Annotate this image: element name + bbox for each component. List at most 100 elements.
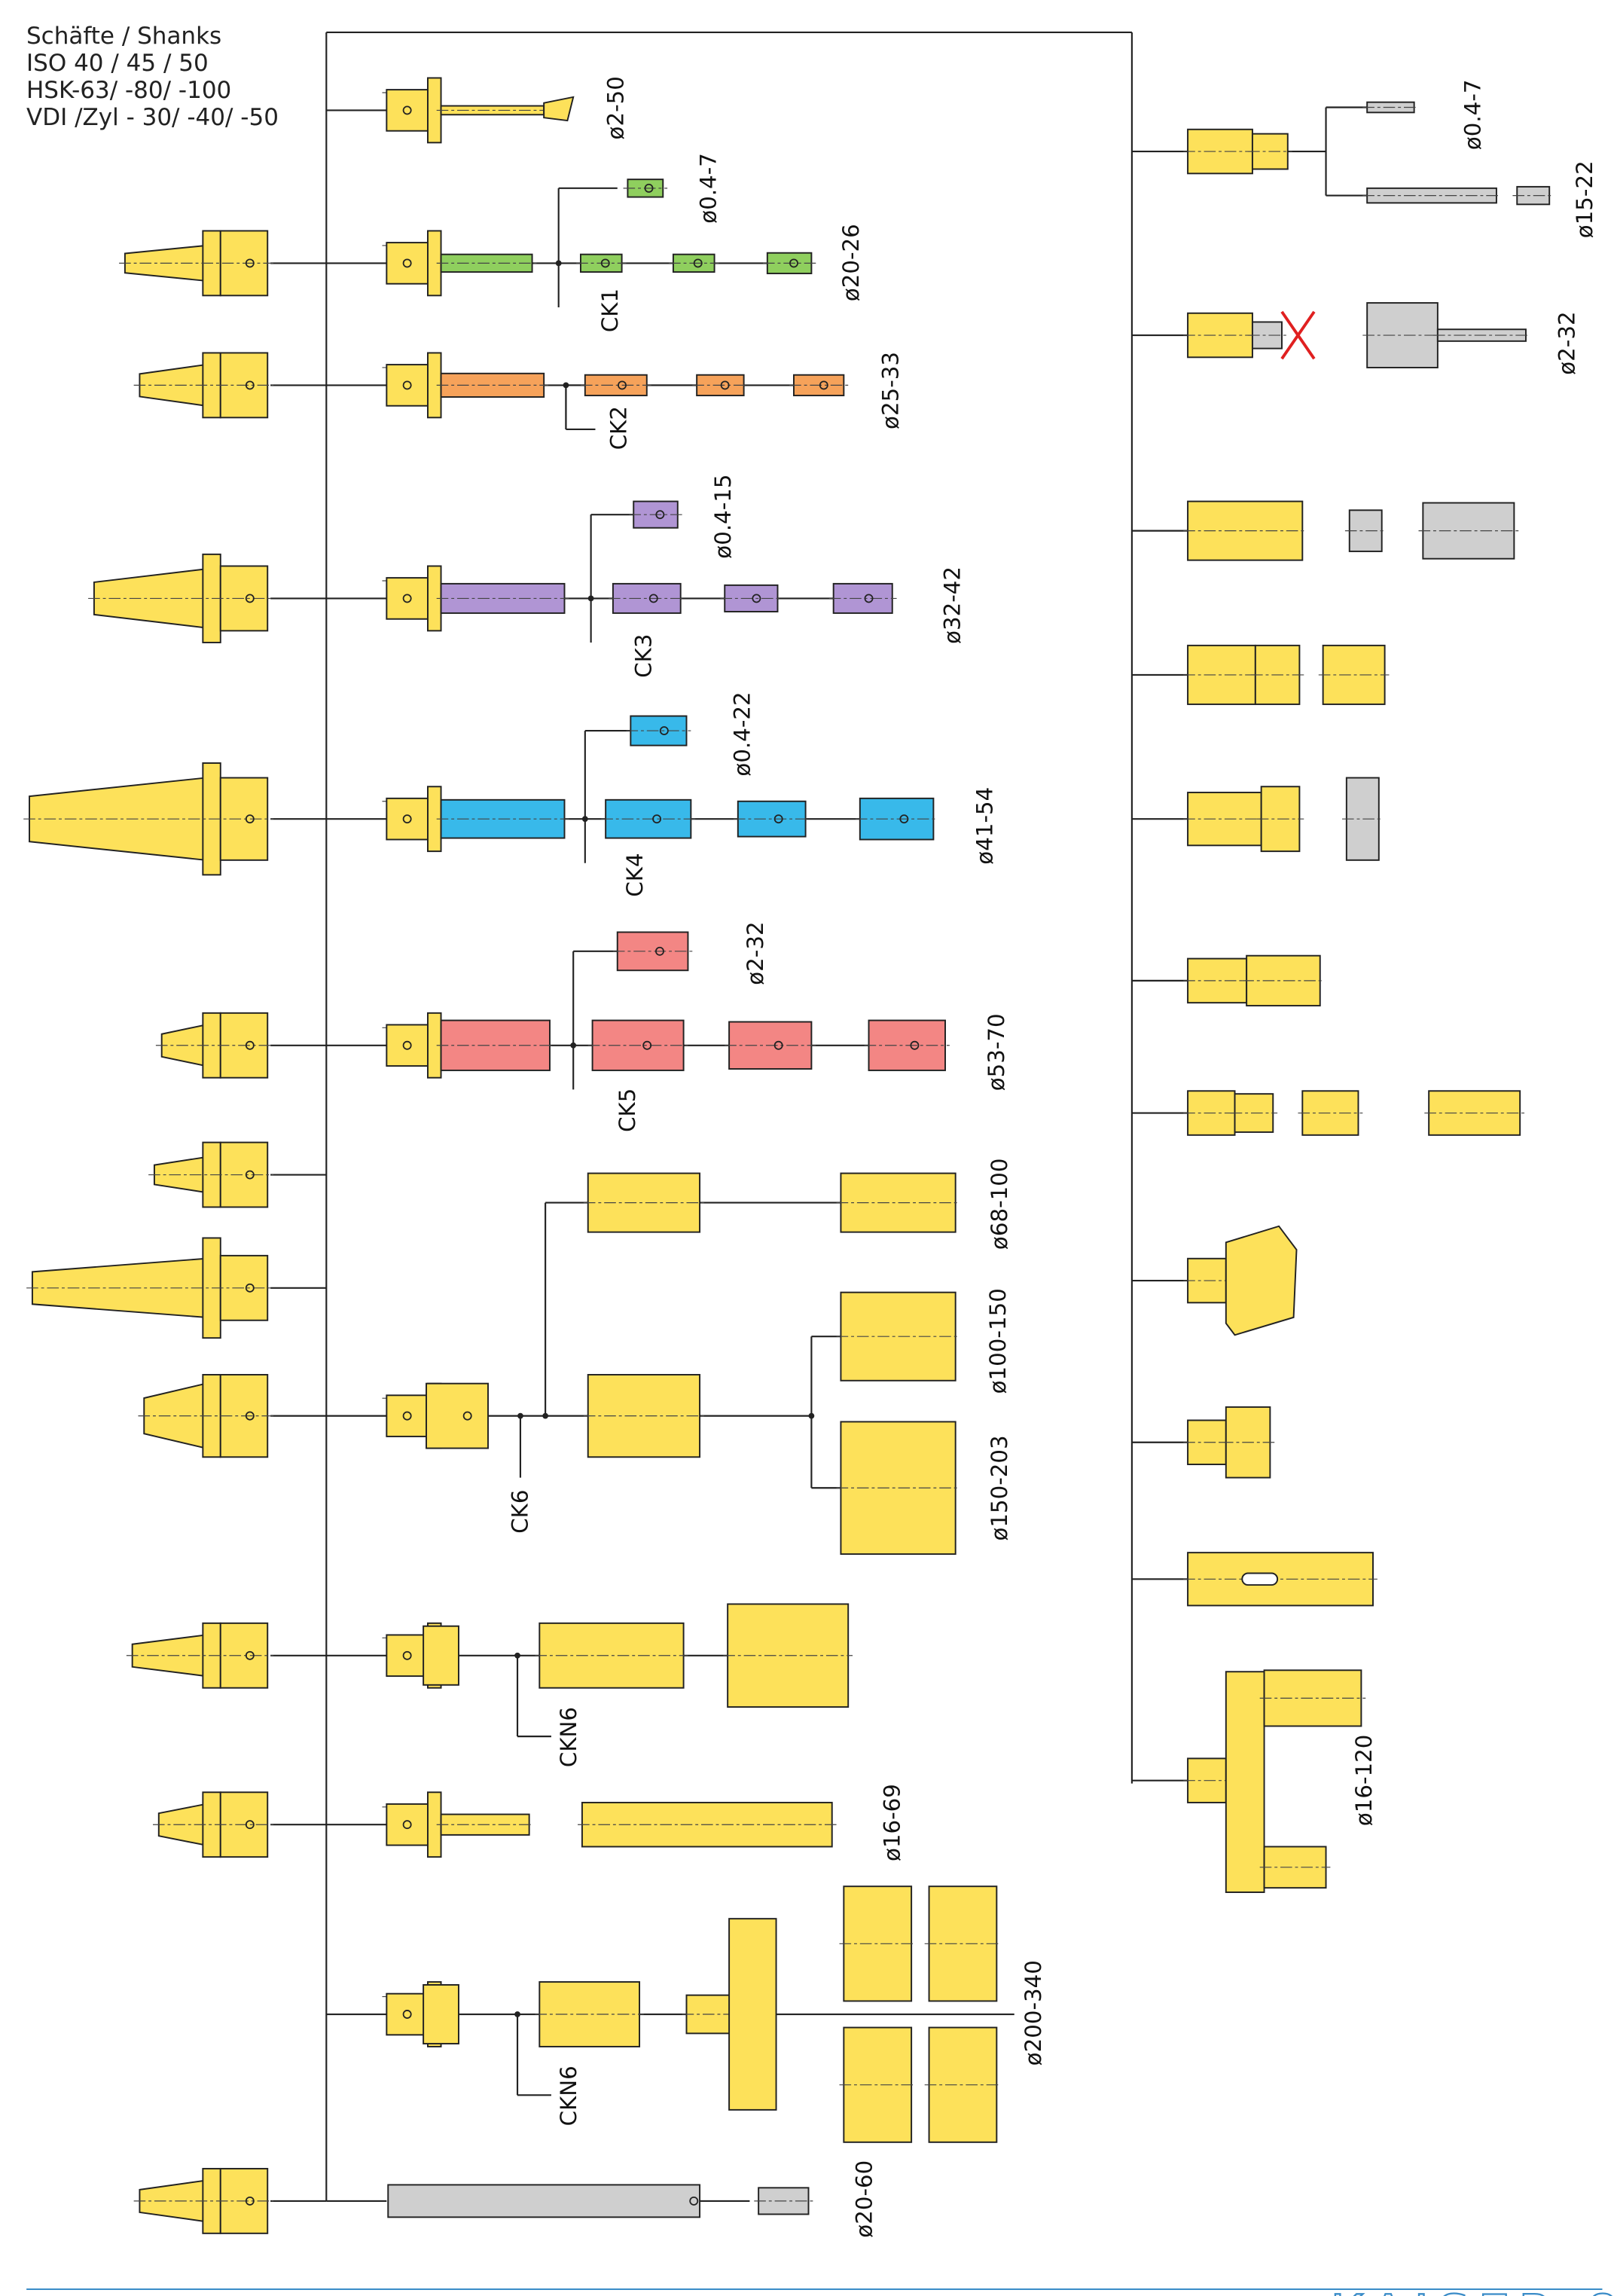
diagram-labels: ø2-50 ø0.4-7 ø20-26 CK1 CK2 ø25-33 ø0.4-… <box>508 76 1597 2238</box>
screw-hole-icon <box>402 1820 412 1830</box>
label-right-small: ø0.4-7 <box>1460 79 1485 150</box>
screw-hole-icon <box>245 1283 255 1293</box>
screw-hole-icon <box>245 814 255 824</box>
screw-hole-icon <box>245 2196 255 2206</box>
label-ck4: CK4 <box>622 853 648 896</box>
label-ck1-range: ø20-26 <box>838 224 864 301</box>
slot <box>1241 1572 1279 1586</box>
screw-hole-icon <box>402 1040 412 1050</box>
screw-hole-icon <box>402 814 412 824</box>
screw-hole-icon <box>773 1040 783 1050</box>
screw-hole-icon <box>689 2196 699 2206</box>
holder-body <box>386 364 429 407</box>
holder-body <box>386 1634 429 1678</box>
label-ck6: CK6 <box>508 1490 533 1534</box>
screw-hole-icon <box>245 1040 255 1050</box>
screw-hole-icon <box>773 814 783 824</box>
label-ckn6-a: CKN6 <box>556 1707 581 1767</box>
screw-hole-icon <box>402 2010 412 2019</box>
label-ck6-c: ø150-203 <box>987 1435 1012 1540</box>
shrink-extension <box>387 2184 701 2218</box>
screw-hole-icon <box>693 258 703 268</box>
label-ck1-small: ø0.4-7 <box>696 153 722 224</box>
label-ckn6-b: CKN6 <box>556 2065 581 2126</box>
screw-hole-icon <box>402 105 412 115</box>
screw-hole-icon <box>402 258 412 268</box>
screw-hole-icon <box>245 380 255 390</box>
label-d2-50: ø2-50 <box>603 76 629 139</box>
screw-hole-icon <box>720 380 730 390</box>
screw-hole-icon <box>752 594 761 603</box>
ck6-base <box>426 1382 489 1449</box>
large-boring-bridge <box>1225 1671 1265 1893</box>
screw-hole-icon <box>245 1650 255 1660</box>
label-ck2-range: ø25-33 <box>878 352 904 429</box>
holder-body <box>386 1992 429 2036</box>
screw-hole-icon <box>910 1040 920 1050</box>
shanks-heading: Schäfte / Shanks ISO 40 / 45 / 50 HSK-63… <box>26 23 279 131</box>
ckn6-coupling <box>423 1625 459 1686</box>
screw-hole-icon <box>864 594 874 603</box>
footer-logo: KAISER 800 <box>1330 2284 1617 2296</box>
label-big: ø200-340 <box>1021 1960 1046 2065</box>
screw-hole-icon <box>462 1411 472 1421</box>
label-ck6-a: ø68-100 <box>987 1158 1012 1250</box>
screw-hole-icon <box>245 594 255 603</box>
label-ck5: CK5 <box>615 1088 640 1132</box>
heading-line: VDI /Zyl - 30/ -40/ -50 <box>26 104 279 131</box>
ckn6-coupling <box>423 1983 459 2045</box>
screw-hole-icon <box>655 946 664 956</box>
label-ck6-b: ø100-150 <box>985 1288 1011 1394</box>
screw-hole-icon <box>644 183 654 193</box>
screw-hole-icon <box>618 380 627 390</box>
screw-hole-icon <box>402 380 412 390</box>
label-shrink: ø20-60 <box>851 2160 877 2238</box>
screw-hole-icon <box>789 258 798 268</box>
label-ck2: CK2 <box>606 406 631 450</box>
big-crossbar <box>728 1918 777 2111</box>
label-right-mid: ø15-22 <box>1572 160 1597 238</box>
screw-hole-icon <box>245 258 255 268</box>
label-ck4-small: ø0.4-22 <box>729 692 755 776</box>
screw-hole-icon <box>659 726 669 736</box>
tool-components <box>23 77 1554 2234</box>
holder-body <box>386 242 429 285</box>
screw-hole-icon <box>642 1040 652 1050</box>
screw-hole-icon <box>245 1820 255 1830</box>
screw-hole-icon <box>402 1650 412 1660</box>
screw-hole-icon <box>600 258 610 268</box>
screw-hole-icon <box>655 510 665 520</box>
heading-line: ISO 40 / 45 / 50 <box>26 50 209 77</box>
screw-hole-icon <box>402 1411 412 1421</box>
label-ck3-range: ø32-42 <box>940 566 966 644</box>
adapter-module <box>832 582 893 614</box>
screw-hole-icon <box>402 594 412 603</box>
boring-insert <box>543 96 575 122</box>
not-allowed-cross-icon <box>1280 310 1316 360</box>
holder-body <box>386 797 429 841</box>
holder-body <box>386 1394 429 1437</box>
screw-hole-icon <box>819 380 828 390</box>
label-right-large: ø16-120 <box>1351 1735 1377 1827</box>
label-right-bore: ø2-32 <box>1554 311 1579 374</box>
label-ck5-small: ø2-32 <box>743 921 768 985</box>
label-ck1: CK1 <box>597 289 623 332</box>
heading-line: Schäfte / Shanks <box>26 23 222 50</box>
screw-hole-icon <box>652 814 662 824</box>
holder-body <box>386 1803 429 1846</box>
label-ck3-small: ø0.4-15 <box>710 474 736 558</box>
holder-body <box>386 1024 429 1067</box>
label-drill: ø16-69 <box>880 1784 905 1861</box>
holder-body <box>386 89 429 132</box>
screw-hole-icon <box>899 814 909 824</box>
screw-hole-icon <box>245 1411 255 1421</box>
heading-line: HSK-63/ -80/ -100 <box>26 77 232 104</box>
large-boring-head <box>1225 1225 1298 1336</box>
holder-body <box>386 577 429 620</box>
screw-hole-icon <box>245 1170 255 1180</box>
label-ck3: CK3 <box>631 634 657 678</box>
drill-chuck-adapter <box>1187 957 1248 1004</box>
label-ck5-range: ø53-70 <box>984 1013 1009 1091</box>
